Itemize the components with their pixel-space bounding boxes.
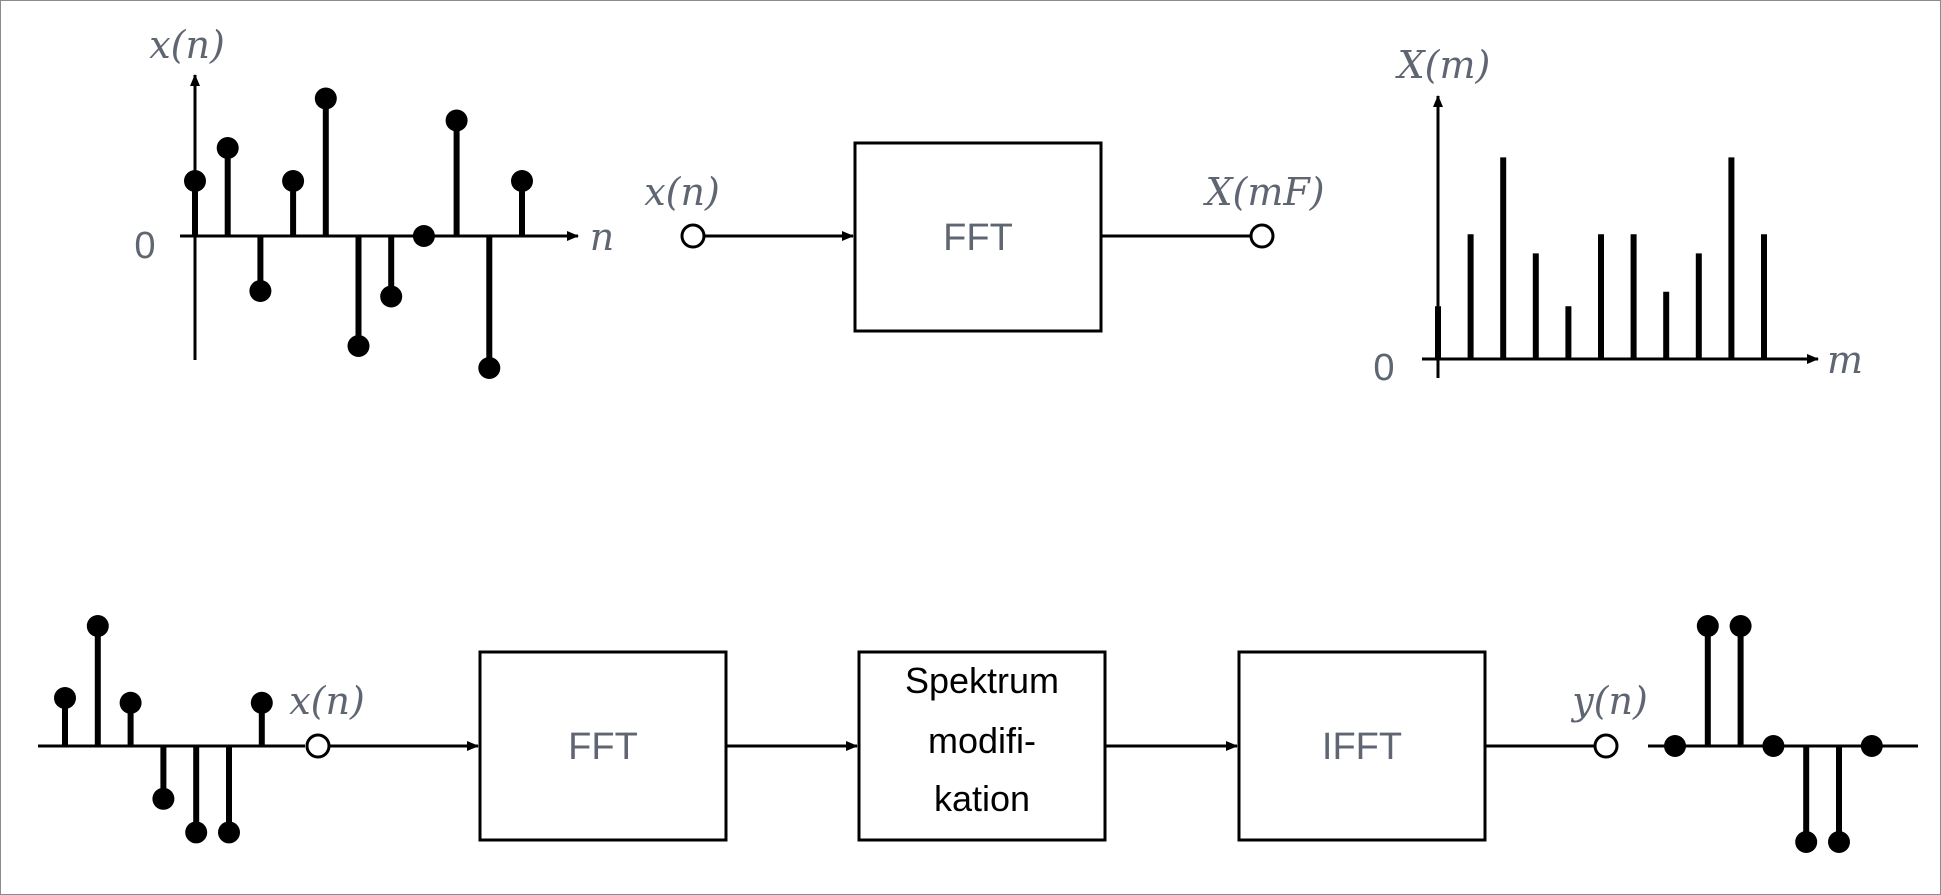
input-stem bbox=[380, 236, 403, 308]
bottom-output-node-label: y(n) bbox=[1570, 679, 1648, 723]
modification-label-line1: Spektrum bbox=[905, 660, 1059, 701]
input-stem bbox=[412, 225, 435, 247]
bottom-output-stem bbox=[1696, 615, 1719, 746]
bottom-input-stem bbox=[119, 691, 142, 746]
spectrum-x-label: m bbox=[1827, 338, 1863, 382]
bottom-input-stems bbox=[54, 615, 273, 844]
spectrum-zero-label: 0 bbox=[1373, 347, 1394, 389]
input-stem bbox=[347, 236, 370, 357]
top-output-node-label: X(mF) bbox=[1202, 170, 1324, 214]
bottom-input-signal bbox=[38, 615, 305, 844]
input-stem bbox=[216, 137, 239, 236]
bottom-input-stem bbox=[152, 746, 175, 810]
bottom-output-node bbox=[1593, 733, 1619, 759]
input-stem bbox=[184, 170, 206, 236]
bottom-fft-label: FFT bbox=[568, 726, 638, 768]
input-stem bbox=[445, 109, 468, 236]
bottom-input-node-label: x(n) bbox=[289, 679, 365, 723]
input-stem bbox=[314, 87, 337, 236]
input-stem bbox=[478, 236, 501, 379]
modification-label-line2: modifi- bbox=[928, 720, 1036, 761]
bottom-input-node bbox=[305, 733, 331, 759]
input-plot-x-label: n bbox=[590, 215, 614, 259]
bottom-output-stem bbox=[1729, 615, 1752, 746]
top-input-node-label: x(n) bbox=[644, 170, 720, 214]
modification-label-line3: kation bbox=[934, 778, 1030, 819]
spectrum-y-label: X(m) bbox=[1395, 43, 1491, 87]
top-input-node bbox=[680, 223, 706, 249]
bottom-input-stem bbox=[250, 691, 273, 746]
input-stem bbox=[282, 170, 305, 236]
bottom-input-stem bbox=[218, 746, 240, 844]
top-output-node bbox=[1249, 223, 1275, 249]
bottom-output-stem bbox=[1795, 746, 1818, 853]
bottom-output-signal bbox=[1648, 615, 1918, 853]
input-signal-plot: x(n) n 0 bbox=[134, 23, 614, 379]
ifft-label: IFFT bbox=[1322, 726, 1402, 768]
input-plot-zero-label: 0 bbox=[134, 225, 155, 267]
top-fft-label: FFT bbox=[943, 217, 1013, 259]
bottom-output-stems bbox=[1664, 615, 1883, 853]
spectrum-bars bbox=[1435, 157, 1767, 359]
input-stem bbox=[511, 170, 533, 236]
bottom-input-stem bbox=[86, 615, 109, 746]
spectrum-plot: X(m) m 0 bbox=[1373, 43, 1863, 389]
bottom-input-stem bbox=[54, 687, 76, 746]
bottom-output-stem bbox=[1762, 735, 1785, 757]
bottom-fft-block bbox=[478, 650, 728, 842]
bottom-input-stem bbox=[185, 746, 208, 844]
input-stem bbox=[249, 236, 272, 302]
ifft-block bbox=[1237, 650, 1487, 842]
bottom-output-stem bbox=[1664, 735, 1686, 757]
input-plot-y-label: x(n) bbox=[149, 23, 225, 67]
bottom-output-stem bbox=[1828, 746, 1850, 853]
bottom-output-stem bbox=[1860, 735, 1883, 757]
top-fft-block bbox=[853, 141, 1103, 333]
input-stems bbox=[184, 87, 533, 379]
